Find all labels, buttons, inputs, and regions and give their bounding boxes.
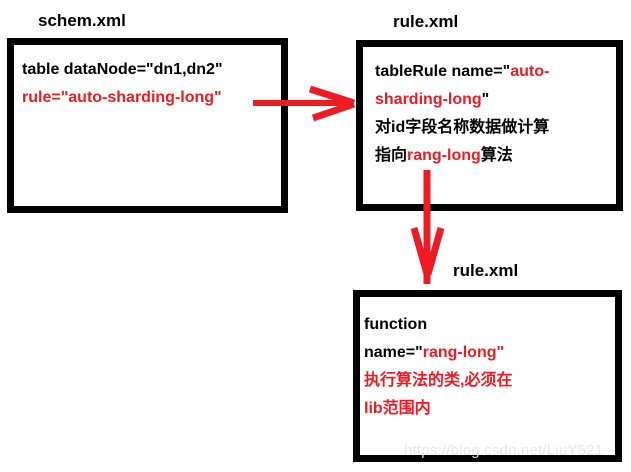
rule-box: tableRule name="auto- sharding-long" 对id… bbox=[356, 40, 623, 211]
name-attr-text: name=" bbox=[364, 344, 423, 361]
code-line-tablerule-1: tableRule name="auto- bbox=[375, 58, 616, 86]
note-line-id-column: 对id字段名称数据做计算 bbox=[375, 114, 616, 142]
id-column-note-text: 对id字段名称数据做计算 bbox=[375, 119, 550, 136]
closing-quote-text: " bbox=[481, 91, 490, 108]
function-box-title: rule.xml bbox=[453, 261, 519, 280]
function-keyword-text: function bbox=[364, 316, 428, 333]
note-line-exec-class: 执行算法的类,必须在 bbox=[364, 367, 615, 395]
auto-prefix-text: auto- bbox=[510, 63, 550, 80]
function-box-content: function name="rang-long" 执行算法的类,必须在 lib… bbox=[360, 297, 615, 423]
watermark-text: https://blog.csdn.net/LiuY521 bbox=[404, 442, 604, 459]
code-line-function: function bbox=[364, 311, 615, 339]
points-to-prefix-text: 指向 bbox=[375, 147, 408, 164]
exec-class-note-text: 执行算法的类,必须在 bbox=[364, 372, 513, 389]
table-datanode-text: table dataNode="dn1,dn2" bbox=[22, 61, 223, 78]
schem-box: table dataNode="dn1,dn2" rule="auto-shar… bbox=[7, 38, 288, 213]
lib-scope-note-text: lib范围内 bbox=[364, 400, 431, 417]
rule-box-title: rule.xml bbox=[393, 12, 459, 31]
schem-box-title: schem.xml bbox=[38, 11, 126, 30]
rule-attr-text: rule="auto-sharding-long" bbox=[22, 89, 222, 106]
rang-long-value-text: rang-long" bbox=[422, 344, 505, 361]
note-line-lib-scope: lib范围内 bbox=[364, 395, 615, 423]
tablerule-name-text: tableRule name=" bbox=[375, 63, 511, 80]
function-box: function name="rang-long" 执行算法的类,必须在 lib… bbox=[353, 290, 622, 462]
code-line-tablerule-2: sharding-long" bbox=[375, 86, 616, 114]
sharding-long-text: sharding-long bbox=[375, 91, 482, 108]
note-line-points-to: 指向rang-long算法 bbox=[375, 142, 616, 170]
code-line-table: table dataNode="dn1,dn2" bbox=[22, 56, 281, 84]
rang-long-ref-text: rang-long bbox=[407, 147, 481, 164]
rule-box-content: tableRule name="auto- sharding-long" 对id… bbox=[363, 47, 616, 170]
code-line-name: name="rang-long" bbox=[364, 339, 615, 367]
arrow-down-icon bbox=[410, 170, 445, 284]
arrow-right-icon bbox=[253, 85, 356, 122]
schem-box-content: table dataNode="dn1,dn2" rule="auto-shar… bbox=[14, 45, 281, 112]
code-line-rule: rule="auto-sharding-long" bbox=[22, 84, 281, 112]
algorithm-suffix-text: 算法 bbox=[480, 147, 513, 164]
